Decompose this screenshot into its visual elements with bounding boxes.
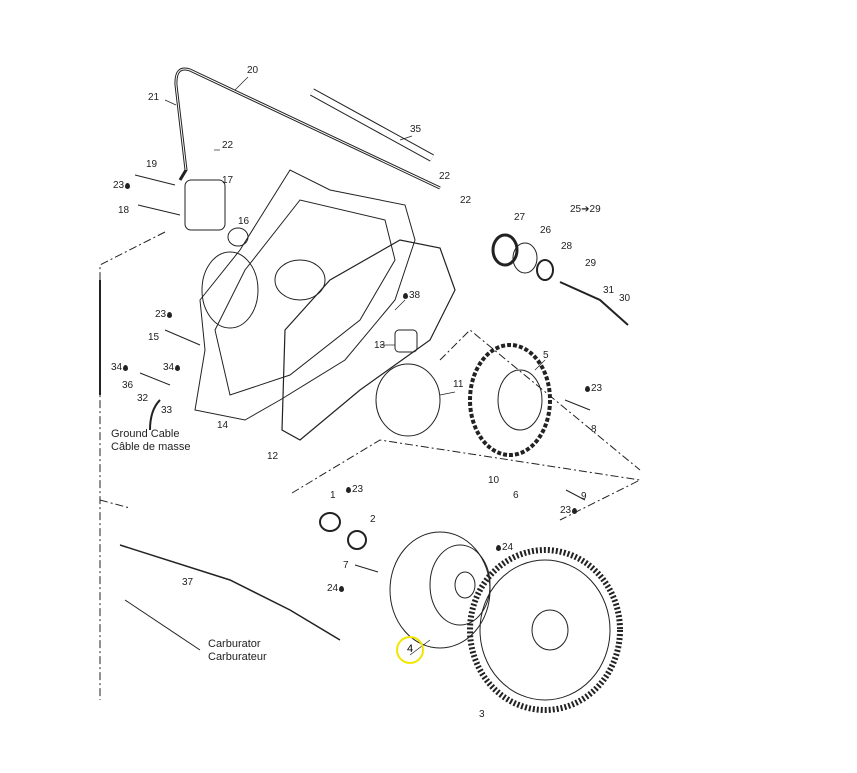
label-text: 23 <box>591 383 603 394</box>
label-19: 19 <box>146 159 158 170</box>
label-25-29: 25➔29 <box>570 204 601 215</box>
leader-lines <box>164 76 546 656</box>
label-35: 35 <box>410 124 422 135</box>
label-22: 22 <box>222 140 234 151</box>
housing-part-14 <box>194 169 416 421</box>
label-20: 20 <box>247 65 259 76</box>
label-31: 31 <box>603 285 615 296</box>
label-10: 10 <box>488 475 500 486</box>
label-37: 37 <box>182 577 194 588</box>
label-38: 38 <box>402 291 420 301</box>
label-16: 16 <box>238 216 250 227</box>
drop-icon <box>585 386 590 392</box>
drop-icon <box>339 586 345 592</box>
ground-cable-callout: Ground Cable Câble de masse <box>111 428 191 454</box>
rotor-part-11 <box>375 363 441 437</box>
label-23: 23 <box>113 181 131 191</box>
label-21: 21 <box>148 92 160 103</box>
drop-icon <box>572 508 578 514</box>
label-30: 30 <box>619 293 631 304</box>
highlighted-part-4[interactable]: 4 <box>396 636 424 664</box>
label-text: 24 <box>502 542 514 553</box>
label-7: 7 <box>343 560 349 571</box>
label-18: 18 <box>118 205 130 216</box>
label-15: 15 <box>148 332 160 343</box>
label-5: 5 <box>543 350 549 361</box>
gasket-part-12 <box>281 239 456 441</box>
label-11: 11 <box>453 379 464 390</box>
nut-part-1 <box>319 512 341 532</box>
label-9: 9 <box>581 491 587 502</box>
label-17: 17 <box>222 175 234 186</box>
label-text: 24 <box>327 583 339 594</box>
label-8: 8 <box>591 424 597 435</box>
label-text: 34 <box>111 362 123 373</box>
label-text: 34 <box>163 362 175 373</box>
label-22: 22 <box>460 195 472 206</box>
flywheel-part-4 <box>389 531 491 649</box>
bolts <box>134 174 591 573</box>
label-23: 23 <box>155 310 173 320</box>
part-13 <box>394 329 418 353</box>
label-23: 23 <box>345 485 363 495</box>
label-text: 23 <box>113 180 125 191</box>
label-36: 36 <box>122 380 134 391</box>
label-22: 22 <box>439 171 451 182</box>
drop-icon <box>403 293 408 299</box>
carburator-callout: Carburator Carburateur <box>208 638 267 664</box>
label-13: 13 <box>374 340 386 351</box>
carburator-label-en: Carburator <box>208 638 261 650</box>
label-29: 29 <box>585 258 597 269</box>
label-text: 23 <box>352 484 364 495</box>
label-3: 3 <box>479 709 485 720</box>
drop-icon <box>125 183 131 189</box>
label-text: 23 <box>155 309 167 320</box>
washer-part-2 <box>347 530 367 550</box>
label-24: 24 <box>495 543 513 553</box>
label-12: 12 <box>267 451 279 462</box>
drop-icon <box>346 487 351 493</box>
label-23: 23 <box>584 384 602 394</box>
label-27: 27 <box>514 212 526 223</box>
label-23: 23 <box>560 506 578 516</box>
ground-cable-label-en: Ground Cable <box>111 428 180 440</box>
label-14: 14 <box>217 420 229 431</box>
ground-cable-label-fr: Câble de masse <box>111 441 191 453</box>
label-text: 38 <box>409 290 421 301</box>
assembly-boundary-lines <box>99 231 642 700</box>
label-34: 34 <box>111 363 129 373</box>
ground-cable <box>149 399 161 431</box>
stator-part-5 <box>468 343 552 457</box>
label-6: 6 <box>513 490 519 501</box>
ring-gear-part-3 <box>467 547 623 713</box>
label-text: 23 <box>560 505 572 516</box>
label-28: 28 <box>561 241 573 252</box>
pump-part-17 <box>184 179 226 231</box>
drop-icon <box>167 312 173 318</box>
label-32: 32 <box>137 393 149 404</box>
carburator-label-fr: Carburateur <box>208 651 267 663</box>
label-1: 1 <box>330 490 336 501</box>
drop-icon <box>123 365 129 371</box>
cable-part-37 <box>119 544 341 641</box>
label-33: 33 <box>161 405 173 416</box>
label-4: 4 <box>406 643 414 655</box>
label-34: 34 <box>163 363 181 373</box>
o-ring-part-16 <box>227 227 249 247</box>
drop-icon <box>496 545 501 551</box>
label-24: 24 <box>327 584 345 594</box>
label-26: 26 <box>540 225 552 236</box>
seal-part-27 <box>491 233 519 267</box>
rod-part-20 <box>174 67 441 190</box>
label-2: 2 <box>370 514 376 525</box>
drop-icon <box>175 365 181 371</box>
